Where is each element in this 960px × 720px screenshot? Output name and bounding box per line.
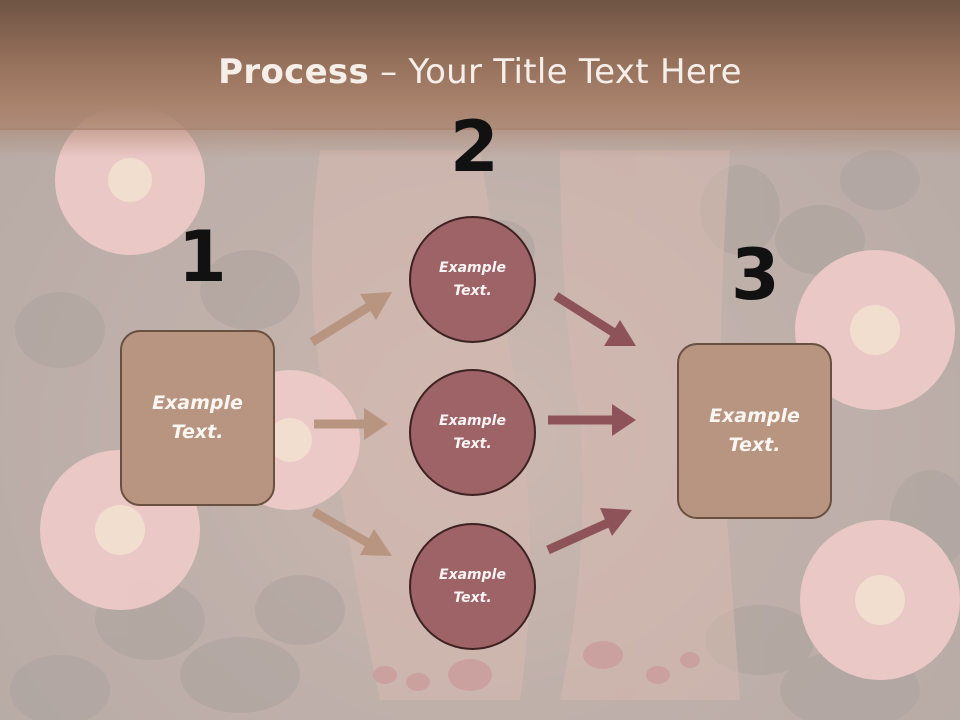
step-number-3: 3 xyxy=(731,234,780,316)
step-number-1: 1 xyxy=(178,216,227,298)
arrow-from-circle-bottom xyxy=(546,508,632,555)
arrow-to-circle-top xyxy=(309,292,392,346)
circle-middle-line1: Example xyxy=(439,412,506,429)
step-3-line2: Text. xyxy=(728,434,781,456)
arrow-from-circle-top xyxy=(553,292,636,346)
title-bold: Process xyxy=(218,52,370,92)
circle-bottom-line2: Text. xyxy=(453,589,492,606)
title-bar xyxy=(0,0,960,130)
title-bar-fade xyxy=(0,128,960,158)
step-1-line1: Example xyxy=(152,392,243,414)
step-3-box: Example Text. xyxy=(677,343,832,519)
circle-bottom-line1: Example xyxy=(439,566,506,583)
step-3-line1: Example xyxy=(709,405,800,427)
title-rest: – Your Title Text Here xyxy=(369,52,742,92)
step-1-box: Example Text. xyxy=(120,330,275,506)
step-number-2: 2 xyxy=(450,106,499,188)
step-1-line2: Text. xyxy=(171,421,224,443)
arrow-from-circle-middle xyxy=(548,404,636,436)
step-2-circle-middle: Example Text. xyxy=(409,369,536,496)
step-2-circle-top: Example Text. xyxy=(409,216,536,343)
circle-top-line1: Example xyxy=(439,259,506,276)
step-2-circle-bottom: Example Text. xyxy=(409,523,536,650)
circle-middle-line2: Text. xyxy=(453,435,492,452)
circle-top-line2: Text. xyxy=(453,282,492,299)
arrow-to-circle-middle xyxy=(314,408,388,440)
slide-title: Process – Your Title Text Here xyxy=(0,52,960,92)
arrow-to-circle-bottom xyxy=(311,508,392,556)
